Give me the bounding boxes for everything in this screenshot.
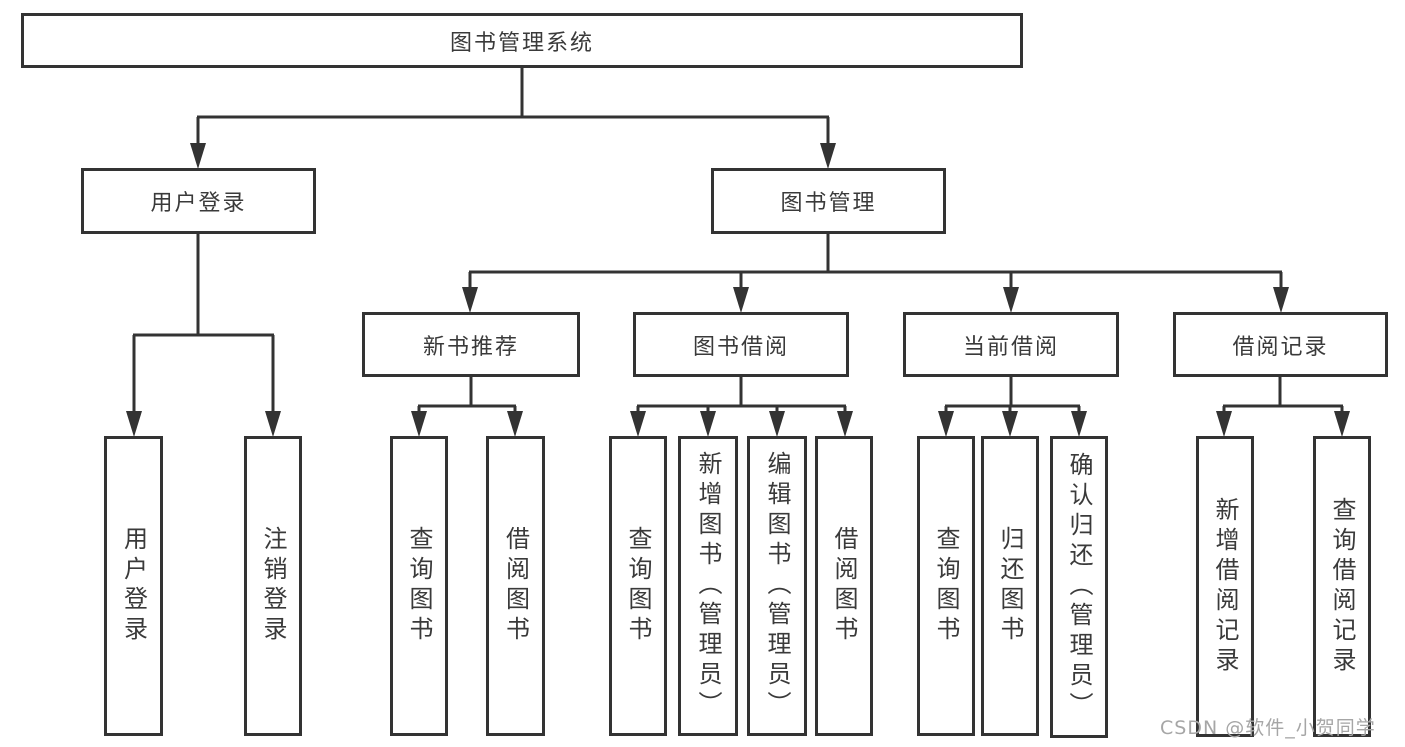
leaf-add-borrow-record: 新增借阅记录 xyxy=(1196,436,1254,737)
leaf-query-books-recommend: 查询图书 xyxy=(390,436,448,736)
node-root: 图书管理系统 xyxy=(21,13,1023,68)
leaf-query-books-current: 查询图书 xyxy=(917,436,975,736)
leaf-borrow-books-recommend: 借阅图书 xyxy=(486,436,545,736)
node-user-login: 用户登录 xyxy=(81,168,316,234)
node-new-book-recommend: 新书推荐 xyxy=(362,312,580,377)
node-borrow-records: 借阅记录 xyxy=(1173,312,1388,377)
leaf-return-book: 归还图书 xyxy=(981,436,1039,736)
leaf-query-borrow-record: 查询借阅记录 xyxy=(1313,436,1371,737)
leaf-add-book-admin: 新增图书（管理员） xyxy=(678,436,738,736)
leaf-query-books-borrow: 查询图书 xyxy=(609,436,667,736)
leaf-confirm-return-admin: 确认归还（管理员） xyxy=(1050,436,1108,738)
node-book-borrow: 图书借阅 xyxy=(633,312,849,377)
node-book-management: 图书管理 xyxy=(711,168,946,234)
watermark: CSDN @软件_小贺同学 xyxy=(1160,717,1376,739)
leaf-edit-book-admin: 编辑图书（管理员） xyxy=(747,436,807,736)
node-current-borrow: 当前借阅 xyxy=(903,312,1119,377)
leaf-borrow-books: 借阅图书 xyxy=(815,436,873,736)
leaf-logout: 注销登录 xyxy=(244,436,302,736)
leaf-user-login: 用户登录 xyxy=(104,436,163,736)
